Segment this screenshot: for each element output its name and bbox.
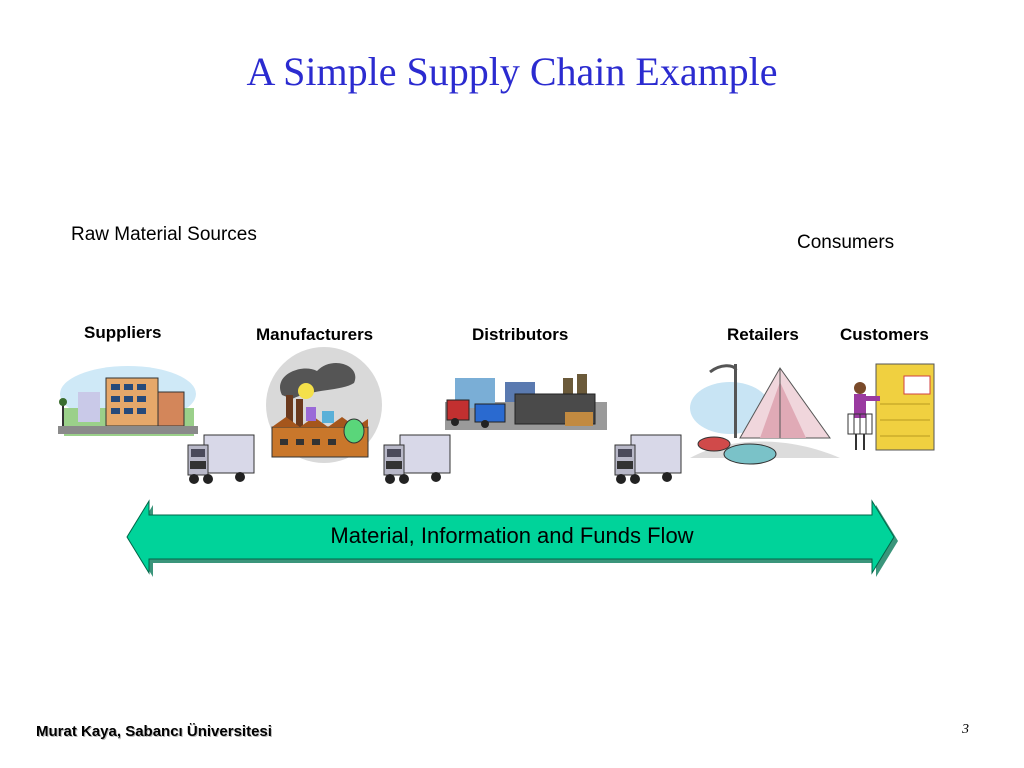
stage-label-distributors: Distributors	[472, 325, 569, 344]
raw-material-sources-label: Raw Material Sources	[71, 224, 257, 245]
delivery-truck-icon	[383, 434, 451, 484]
stage-label-manufacturers: Manufacturers	[256, 325, 374, 344]
delivery-truck-icon	[614, 434, 682, 484]
flow-double-arrow	[126, 499, 898, 577]
shopper-cart-icon	[847, 363, 935, 451]
stage-label-customers: Customers	[840, 325, 929, 344]
stage-label-retailers: Retailers	[727, 325, 799, 344]
factory-icon	[266, 347, 382, 463]
footer-author: Murat Kaya, Sabancı Üniversitesi	[36, 723, 272, 740]
page-number: 3	[962, 722, 969, 737]
slide-title: A Simple Supply Chain Example	[246, 49, 778, 94]
flow-arrow-label: Material, Information and Funds Flow	[330, 523, 694, 548]
shopping-mall-icon	[690, 364, 840, 465]
stage-label-suppliers: Suppliers	[84, 323, 162, 342]
consumers-label: Consumers	[797, 232, 895, 253]
warehouse-icon	[445, 374, 607, 430]
delivery-truck-icon	[187, 434, 255, 484]
supplier-building-icon	[58, 366, 198, 436]
